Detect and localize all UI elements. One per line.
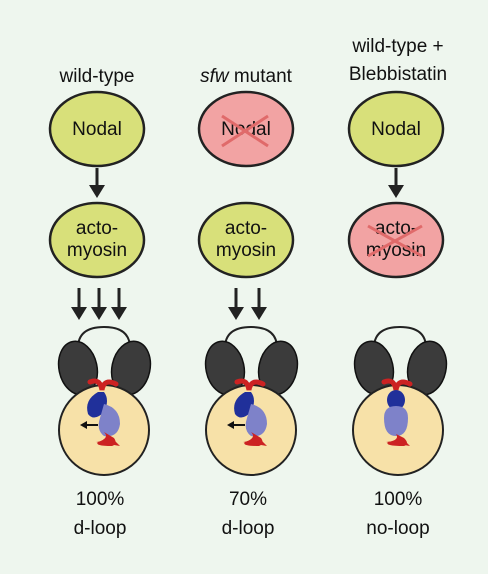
header-line1: wild-type +: [351, 36, 443, 57]
arrows-actomyosin-to-heart: [71, 288, 127, 320]
actomyosin-label-line2: myosin: [216, 240, 276, 261]
embryo-d-loop: [204, 325, 299, 476]
result-percent: 70%: [229, 489, 267, 510]
column-blebbistatin: wild-type + Blebbistatin Nodal acto- myo…: [347, 36, 448, 539]
result-percent: 100%: [76, 489, 125, 510]
actomyosin-label-line1: acto-: [76, 218, 118, 239]
actomyosin-node: [197, 201, 295, 279]
nodal-label: Nodal: [72, 119, 122, 140]
actomyosin-label-line1: acto-: [375, 218, 417, 239]
embryo-d-loop: [57, 325, 152, 476]
actomyosin-node: [48, 201, 146, 279]
leftward-arrow-icon: [80, 421, 98, 429]
result-label: d-loop: [222, 518, 275, 539]
nodal-node: [347, 90, 445, 168]
cross-icon: [367, 224, 423, 258]
nodal-label: Nodal: [371, 119, 421, 140]
result-label: no-loop: [366, 518, 429, 539]
embryo-no-loop: [352, 325, 448, 476]
cross-icon: [221, 114, 269, 148]
result-label: d-loop: [74, 518, 127, 539]
header-line2: Blebbistatin: [349, 64, 447, 85]
arrow-nodal-to-actomyosin: [388, 168, 404, 198]
actomyosin-label-line2: myosin: [67, 240, 127, 261]
column-sfw-mutant: sfw mutant Nodal acto- myosin: [197, 66, 299, 539]
arrows-actomyosin-to-heart: [228, 288, 267, 320]
actomyosin-label-line1: acto-: [225, 218, 267, 239]
column-wild-type: wild-type Nodal acto- myosin: [48, 66, 152, 539]
header-sfw-mutant: sfw mutant: [200, 66, 293, 87]
leftward-arrow-icon: [227, 421, 245, 429]
arrow-nodal-to-actomyosin: [89, 168, 105, 198]
actomyosin-label-line2: myosin: [366, 240, 426, 261]
result-percent: 100%: [374, 489, 423, 510]
header-wild-type: wild-type: [59, 66, 135, 87]
nodal-node: [48, 90, 146, 168]
